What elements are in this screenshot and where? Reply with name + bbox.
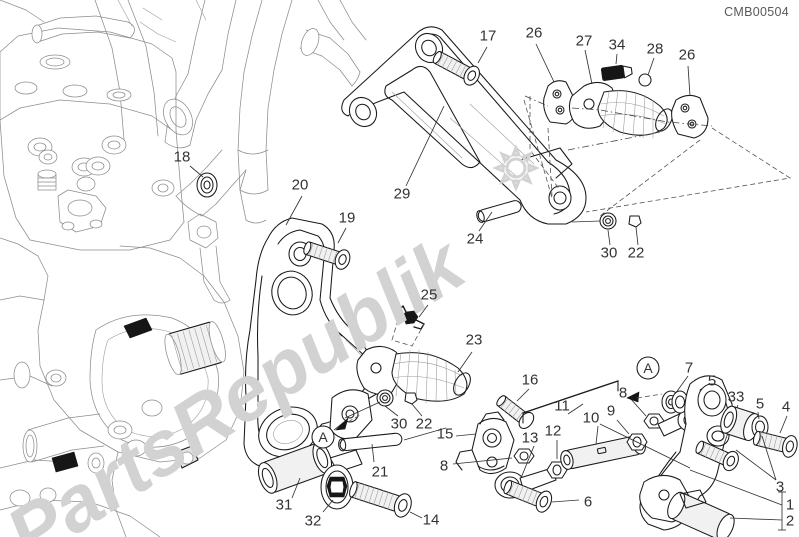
part-number-10: 10 xyxy=(582,409,600,427)
part-number-33: 33 xyxy=(727,388,745,406)
part-number-15: 15 xyxy=(436,425,454,443)
part-number-30: 30 xyxy=(390,415,408,433)
part-30-22-lower xyxy=(344,389,423,419)
assembly-marker-left xyxy=(311,413,363,449)
part-18-washer xyxy=(189,165,218,198)
part-number-18: 18 xyxy=(173,148,191,166)
part-number-17: 17 xyxy=(479,27,497,45)
part-number-4: 4 xyxy=(781,398,791,416)
part-number-34: 34 xyxy=(608,36,626,54)
part-number-2: 2 xyxy=(785,512,795,530)
part-number-1: 1 xyxy=(785,496,795,514)
part-number-11: 11 xyxy=(554,397,570,415)
part-24-pin xyxy=(476,200,522,232)
part-number-28: 28 xyxy=(646,40,664,58)
part-number-29: 29 xyxy=(393,185,411,203)
part-32-washer xyxy=(320,464,354,513)
part-number-13: 13 xyxy=(521,429,539,447)
part-21-pin xyxy=(338,427,447,463)
part-23-rider-footpeg xyxy=(356,345,473,404)
part-number-8: 8 xyxy=(439,457,449,475)
footpeg-assembly-upper xyxy=(523,43,792,217)
part-number-31: 31 xyxy=(275,496,293,514)
part-number-21: 21 xyxy=(371,463,389,481)
part-number-23: 23 xyxy=(465,331,483,349)
part-number-14: 14 xyxy=(422,511,440,529)
part-number-26: 26 xyxy=(678,46,696,64)
part-14-bolt xyxy=(349,481,423,519)
part-number-5: 5 xyxy=(755,395,765,413)
part-number-12: 12 xyxy=(544,422,562,440)
part-number-20: 20 xyxy=(291,176,309,194)
part-number-30: 30 xyxy=(600,244,618,262)
part-number-6: 6 xyxy=(583,493,593,511)
part-19-bolt xyxy=(303,227,351,270)
part-number-22: 22 xyxy=(627,244,645,262)
part-number-16: 16 xyxy=(521,371,539,389)
part-number-25: 25 xyxy=(420,286,438,304)
part-6-bolt xyxy=(503,479,580,513)
part-29-rearset-bracket xyxy=(341,26,587,225)
part-4-shoulder-bolt xyxy=(752,415,798,458)
part-number-24: 24 xyxy=(466,230,484,248)
part-number-7: 7 xyxy=(684,359,694,377)
part-number-19: 19 xyxy=(338,209,356,227)
part-31-bushing xyxy=(257,442,333,499)
part-25-spring-clip xyxy=(391,304,429,347)
part-number-22: 22 xyxy=(415,415,433,433)
engine-frame-artwork xyxy=(0,0,367,537)
part-5-washer-a xyxy=(671,389,711,414)
drawing-code: CMB00504 xyxy=(724,5,789,19)
assembly-marker-right xyxy=(626,356,663,403)
part-8-nut-left xyxy=(452,448,535,465)
part-number-27: 27 xyxy=(575,32,593,50)
part-15-shift-lever-joint xyxy=(455,411,515,475)
part-number-32: 32 xyxy=(304,512,322,530)
part-number-9: 9 xyxy=(606,402,616,420)
assembly-marker-label: A xyxy=(318,429,328,445)
gear-change-lever xyxy=(599,375,786,537)
part-number-5: 5 xyxy=(707,372,717,390)
assembly-marker-label: A xyxy=(643,360,653,376)
part-30-22-upper xyxy=(571,212,642,246)
part-17-bolt xyxy=(432,46,488,86)
part-number-26: 26 xyxy=(525,24,543,42)
part-11-tie-rod xyxy=(522,380,619,424)
part-number-8: 8 xyxy=(618,384,628,402)
part-number-3: 3 xyxy=(775,478,785,496)
